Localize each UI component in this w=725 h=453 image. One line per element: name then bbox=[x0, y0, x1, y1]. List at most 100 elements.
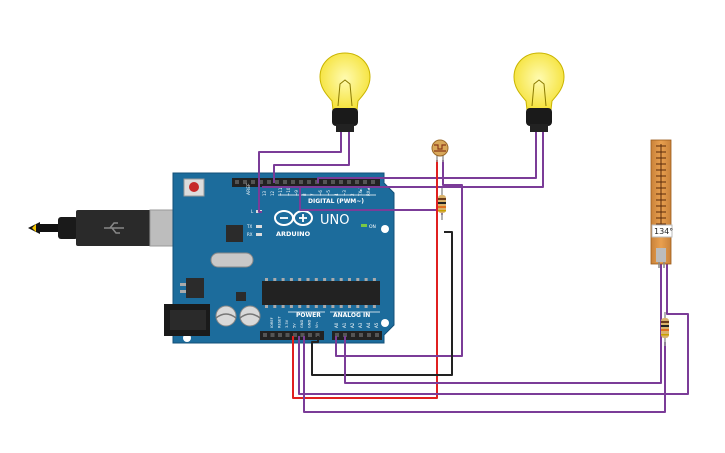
analog-pin[interactable] bbox=[375, 333, 379, 337]
flex-sensor[interactable]: 134° bbox=[650, 139, 673, 268]
usb-chip bbox=[226, 225, 243, 242]
digital-pin[interactable] bbox=[259, 180, 263, 184]
power-pin[interactable] bbox=[293, 333, 297, 337]
digital-pin-label: 7 bbox=[310, 193, 315, 196]
mounting-hole bbox=[381, 319, 389, 327]
resistor-upper[interactable] bbox=[438, 188, 446, 220]
led-tx-label: TX bbox=[246, 224, 252, 229]
digital-header bbox=[232, 178, 380, 187]
digital-header-title: DIGITAL (PWM~) bbox=[308, 198, 364, 205]
wire-photoresistor-a0[interactable] bbox=[335, 160, 463, 357]
digital-pin[interactable] bbox=[363, 180, 367, 184]
reset-button[interactable] bbox=[183, 178, 205, 197]
wire-flex-5v[interactable] bbox=[298, 262, 689, 395]
flex-angle-badge bbox=[651, 224, 673, 238]
digital-pin-label: ~11 bbox=[278, 187, 283, 196]
digital-pin[interactable] bbox=[251, 180, 255, 184]
wire-flex-gnd[interactable] bbox=[303, 336, 666, 413]
analog-in-label: ANALOG IN bbox=[333, 312, 370, 319]
power-pin-label: 3.3V bbox=[285, 319, 289, 328]
power-pin[interactable] bbox=[308, 333, 312, 337]
light-bulb-right[interactable] bbox=[513, 52, 565, 132]
led-rx bbox=[256, 233, 262, 236]
power-pin[interactable] bbox=[285, 333, 290, 337]
power-pin-label: Vin bbox=[315, 322, 319, 328]
analog-pin-label: A4 bbox=[366, 322, 371, 328]
digital-pin[interactable] bbox=[347, 180, 351, 184]
model-label: UNO bbox=[320, 213, 349, 228]
analog-pin[interactable] bbox=[335, 333, 339, 337]
aref-label: AREF bbox=[246, 183, 252, 195]
digital-pin[interactable] bbox=[299, 180, 303, 184]
digital-pin-label: ~6 bbox=[318, 190, 323, 196]
digital-pin-label: 13 bbox=[262, 190, 267, 196]
wire-bulb-left-1[interactable] bbox=[258, 130, 342, 213]
power-pin[interactable] bbox=[300, 333, 305, 337]
led-tx bbox=[256, 225, 262, 228]
digital-pin-label: 2 bbox=[350, 193, 355, 196]
wire-gnd-black[interactable] bbox=[311, 231, 453, 376]
small-ic bbox=[236, 292, 246, 301]
digital-pin-label: 12 bbox=[270, 190, 275, 196]
light-bulb-left[interactable] bbox=[319, 52, 371, 132]
flex-angle-value: 134° bbox=[654, 227, 673, 236]
capacitor bbox=[239, 305, 261, 327]
digital-pin[interactable] bbox=[331, 180, 335, 184]
led-on-label: ON bbox=[369, 224, 376, 230]
digital-pin-label: ~10 bbox=[286, 187, 291, 196]
led-rx-label: RX bbox=[247, 232, 253, 237]
digital-pin[interactable] bbox=[339, 180, 343, 184]
power-pin-label: GND bbox=[308, 320, 312, 328]
analog-header bbox=[332, 331, 382, 340]
digital-pin-label: TX▸1 bbox=[358, 186, 363, 197]
power-pin[interactable] bbox=[315, 333, 320, 337]
photoresistor[interactable] bbox=[431, 139, 449, 162]
analog-pin-label: A0 bbox=[334, 322, 339, 328]
digital-pin-label: ~5 bbox=[326, 190, 331, 196]
digital-pin[interactable] bbox=[275, 180, 279, 184]
wire-bulb-right-1[interactable] bbox=[317, 130, 537, 183]
analog-pin[interactable] bbox=[351, 333, 355, 337]
power-pin-label: GND bbox=[300, 320, 304, 328]
digital-pin[interactable] bbox=[355, 180, 359, 184]
brand-label: ARDUINO bbox=[276, 230, 311, 238]
digital-pin[interactable] bbox=[243, 180, 247, 184]
digital-pin-label: ~9 bbox=[294, 190, 299, 196]
led-l-label: L bbox=[251, 209, 254, 214]
analog-pin-label: A1 bbox=[342, 322, 347, 328]
digital-pin-label: RX◂0 bbox=[366, 185, 371, 196]
wire-bulb-left-2[interactable] bbox=[273, 130, 350, 183]
power-pin[interactable] bbox=[270, 333, 275, 337]
power-pin[interactable] bbox=[278, 333, 282, 337]
power-header bbox=[260, 331, 324, 340]
resistor-lower[interactable] bbox=[661, 312, 669, 346]
analog-pin[interactable] bbox=[367, 333, 371, 337]
analog-pin[interactable] bbox=[359, 333, 363, 337]
power-label: POWER bbox=[296, 312, 321, 319]
digital-pin[interactable] bbox=[323, 180, 327, 184]
crystal-oscillator bbox=[210, 252, 254, 268]
digital-pin[interactable] bbox=[291, 180, 295, 184]
digital-pin-label: 8 bbox=[302, 193, 307, 196]
digital-pin[interactable] bbox=[283, 180, 287, 184]
digital-pin-label: ~3 bbox=[342, 190, 347, 196]
digital-pin[interactable] bbox=[267, 180, 271, 184]
power-pin-label: RESET bbox=[278, 316, 282, 328]
digital-pin[interactable] bbox=[235, 180, 239, 184]
digital-pin[interactable] bbox=[307, 180, 311, 184]
voltage-regulator bbox=[186, 278, 204, 298]
analog-pin[interactable] bbox=[343, 333, 347, 337]
mounting-hole bbox=[381, 225, 389, 233]
digital-pin-label: 4 bbox=[334, 193, 339, 196]
power-pin[interactable] bbox=[263, 333, 267, 337]
wire-5v-red[interactable] bbox=[292, 160, 438, 399]
power-pin-label: 5V bbox=[293, 323, 297, 328]
wire-bulb-right-2[interactable] bbox=[262, 130, 544, 188]
digital-pin[interactable] bbox=[371, 180, 375, 184]
power-pin-label: IOREF bbox=[270, 317, 274, 328]
